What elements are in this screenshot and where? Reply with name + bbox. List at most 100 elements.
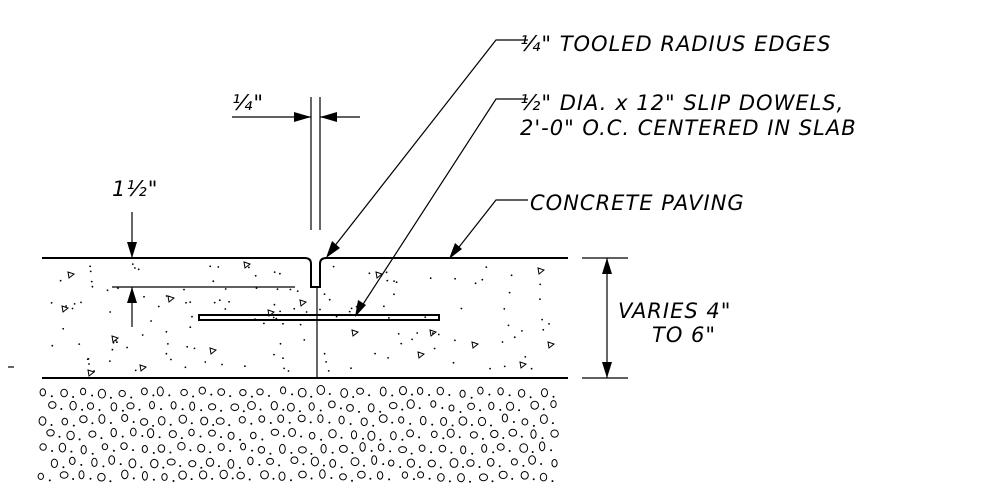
gravel-fine (362, 437, 364, 440)
gravel-fine (190, 478, 193, 481)
gravel-fine (522, 464, 525, 467)
gravel-stone (287, 402, 295, 412)
concrete-dot (78, 343, 81, 345)
gravel-stone (69, 400, 77, 411)
concrete-dot (395, 281, 398, 284)
concrete-dot (213, 301, 216, 304)
gravel-stone (340, 388, 349, 398)
concrete-dot (355, 305, 358, 308)
gravel-fine (399, 466, 402, 468)
gravel-fine (298, 410, 301, 413)
gravel-fine (470, 396, 473, 399)
gravel-stone (247, 456, 254, 466)
concrete-dot (521, 330, 523, 332)
gravel-fine (290, 479, 292, 482)
concrete-dot (165, 295, 168, 297)
aggregate-triangle (299, 299, 308, 307)
aggregate-triangle (351, 329, 360, 337)
gravel-stone (328, 400, 336, 409)
concrete-dot (254, 318, 256, 320)
gravel-fine (80, 463, 83, 466)
gravel-stone (108, 455, 116, 465)
gravel-stone (88, 430, 97, 438)
gravel-fine (132, 421, 135, 423)
gravel-fine (492, 451, 495, 454)
gravel-stone (280, 386, 287, 395)
gravel-stone (69, 456, 76, 465)
gravel-fine (310, 395, 313, 398)
gravel-stone (356, 387, 365, 395)
slab-top-line (42, 257, 568, 288)
concrete-dot (397, 333, 400, 335)
gravel-stone (398, 416, 405, 424)
gravel-stone (91, 457, 98, 467)
gravel-stone (298, 470, 307, 479)
gravel-stone (278, 471, 286, 481)
gravel-stone (319, 469, 326, 479)
gravel-fine (478, 466, 481, 468)
gravel-fine (290, 451, 293, 454)
concrete-dot (86, 358, 89, 361)
gravel-stone (97, 388, 107, 399)
gravel-stone (430, 430, 438, 438)
concrete-dot (429, 277, 432, 280)
gravel-stone (350, 457, 360, 467)
gravel-stone (469, 431, 478, 439)
gravel-stone (48, 401, 57, 409)
gravel-stone (79, 415, 88, 424)
concrete-dot (185, 301, 187, 304)
concrete-dot (289, 288, 292, 291)
varies-label-line2: TO 6" (652, 323, 716, 347)
gravel-stone (141, 471, 148, 481)
concrete-dot (51, 344, 54, 347)
concrete-dot (357, 306, 360, 309)
gravel-stone (270, 428, 280, 436)
gravel-fine (229, 395, 232, 398)
gravel-stone (98, 414, 106, 424)
slip-dowel (198, 314, 440, 321)
gravel-fine (50, 395, 53, 398)
concrete-dot (303, 339, 306, 341)
concrete-dot (282, 322, 284, 325)
gravel-stone (78, 470, 85, 480)
gravel-stone (130, 427, 137, 437)
gravel-stone (401, 471, 409, 479)
concrete-dot (501, 341, 504, 343)
gravel-base-pattern (37, 385, 559, 483)
gravel-stone (506, 401, 515, 411)
gravel-fine (130, 396, 133, 399)
gravel-stone (157, 416, 166, 426)
concrete-dot (183, 288, 185, 291)
concrete-dot (89, 265, 91, 268)
gravel-stone (520, 471, 529, 480)
gravel-stone (458, 416, 468, 426)
gravel-fine (481, 437, 484, 440)
concrete-dot (474, 282, 477, 285)
gravel-stone (168, 430, 177, 439)
gravel-stone (508, 428, 518, 437)
gravel-stone (37, 472, 44, 480)
gravel-stone (227, 459, 235, 469)
concrete-dot (62, 327, 65, 330)
gravel-fine (138, 408, 141, 411)
concrete-dot (254, 274, 257, 277)
gravel-stone (258, 415, 266, 423)
gravel-stone (161, 473, 168, 481)
concrete-dot (275, 317, 278, 320)
gravel-fine (370, 449, 373, 452)
gravel-fine (48, 479, 51, 482)
gravel-fine (272, 477, 275, 480)
gravel-fine (220, 409, 223, 412)
gravel-fine (60, 408, 63, 410)
gravel-fine (368, 394, 371, 397)
gravel-fine (470, 424, 473, 426)
gravel-stone (328, 429, 337, 439)
gravel-fine (340, 436, 343, 439)
gravel-stone (376, 471, 384, 480)
gravel-fine (300, 435, 303, 438)
gravel-stone (346, 404, 354, 412)
gravel-stone (180, 388, 188, 397)
aggregate-triangle (375, 271, 384, 279)
concrete-dot (530, 367, 533, 370)
concrete-dot (416, 332, 419, 334)
